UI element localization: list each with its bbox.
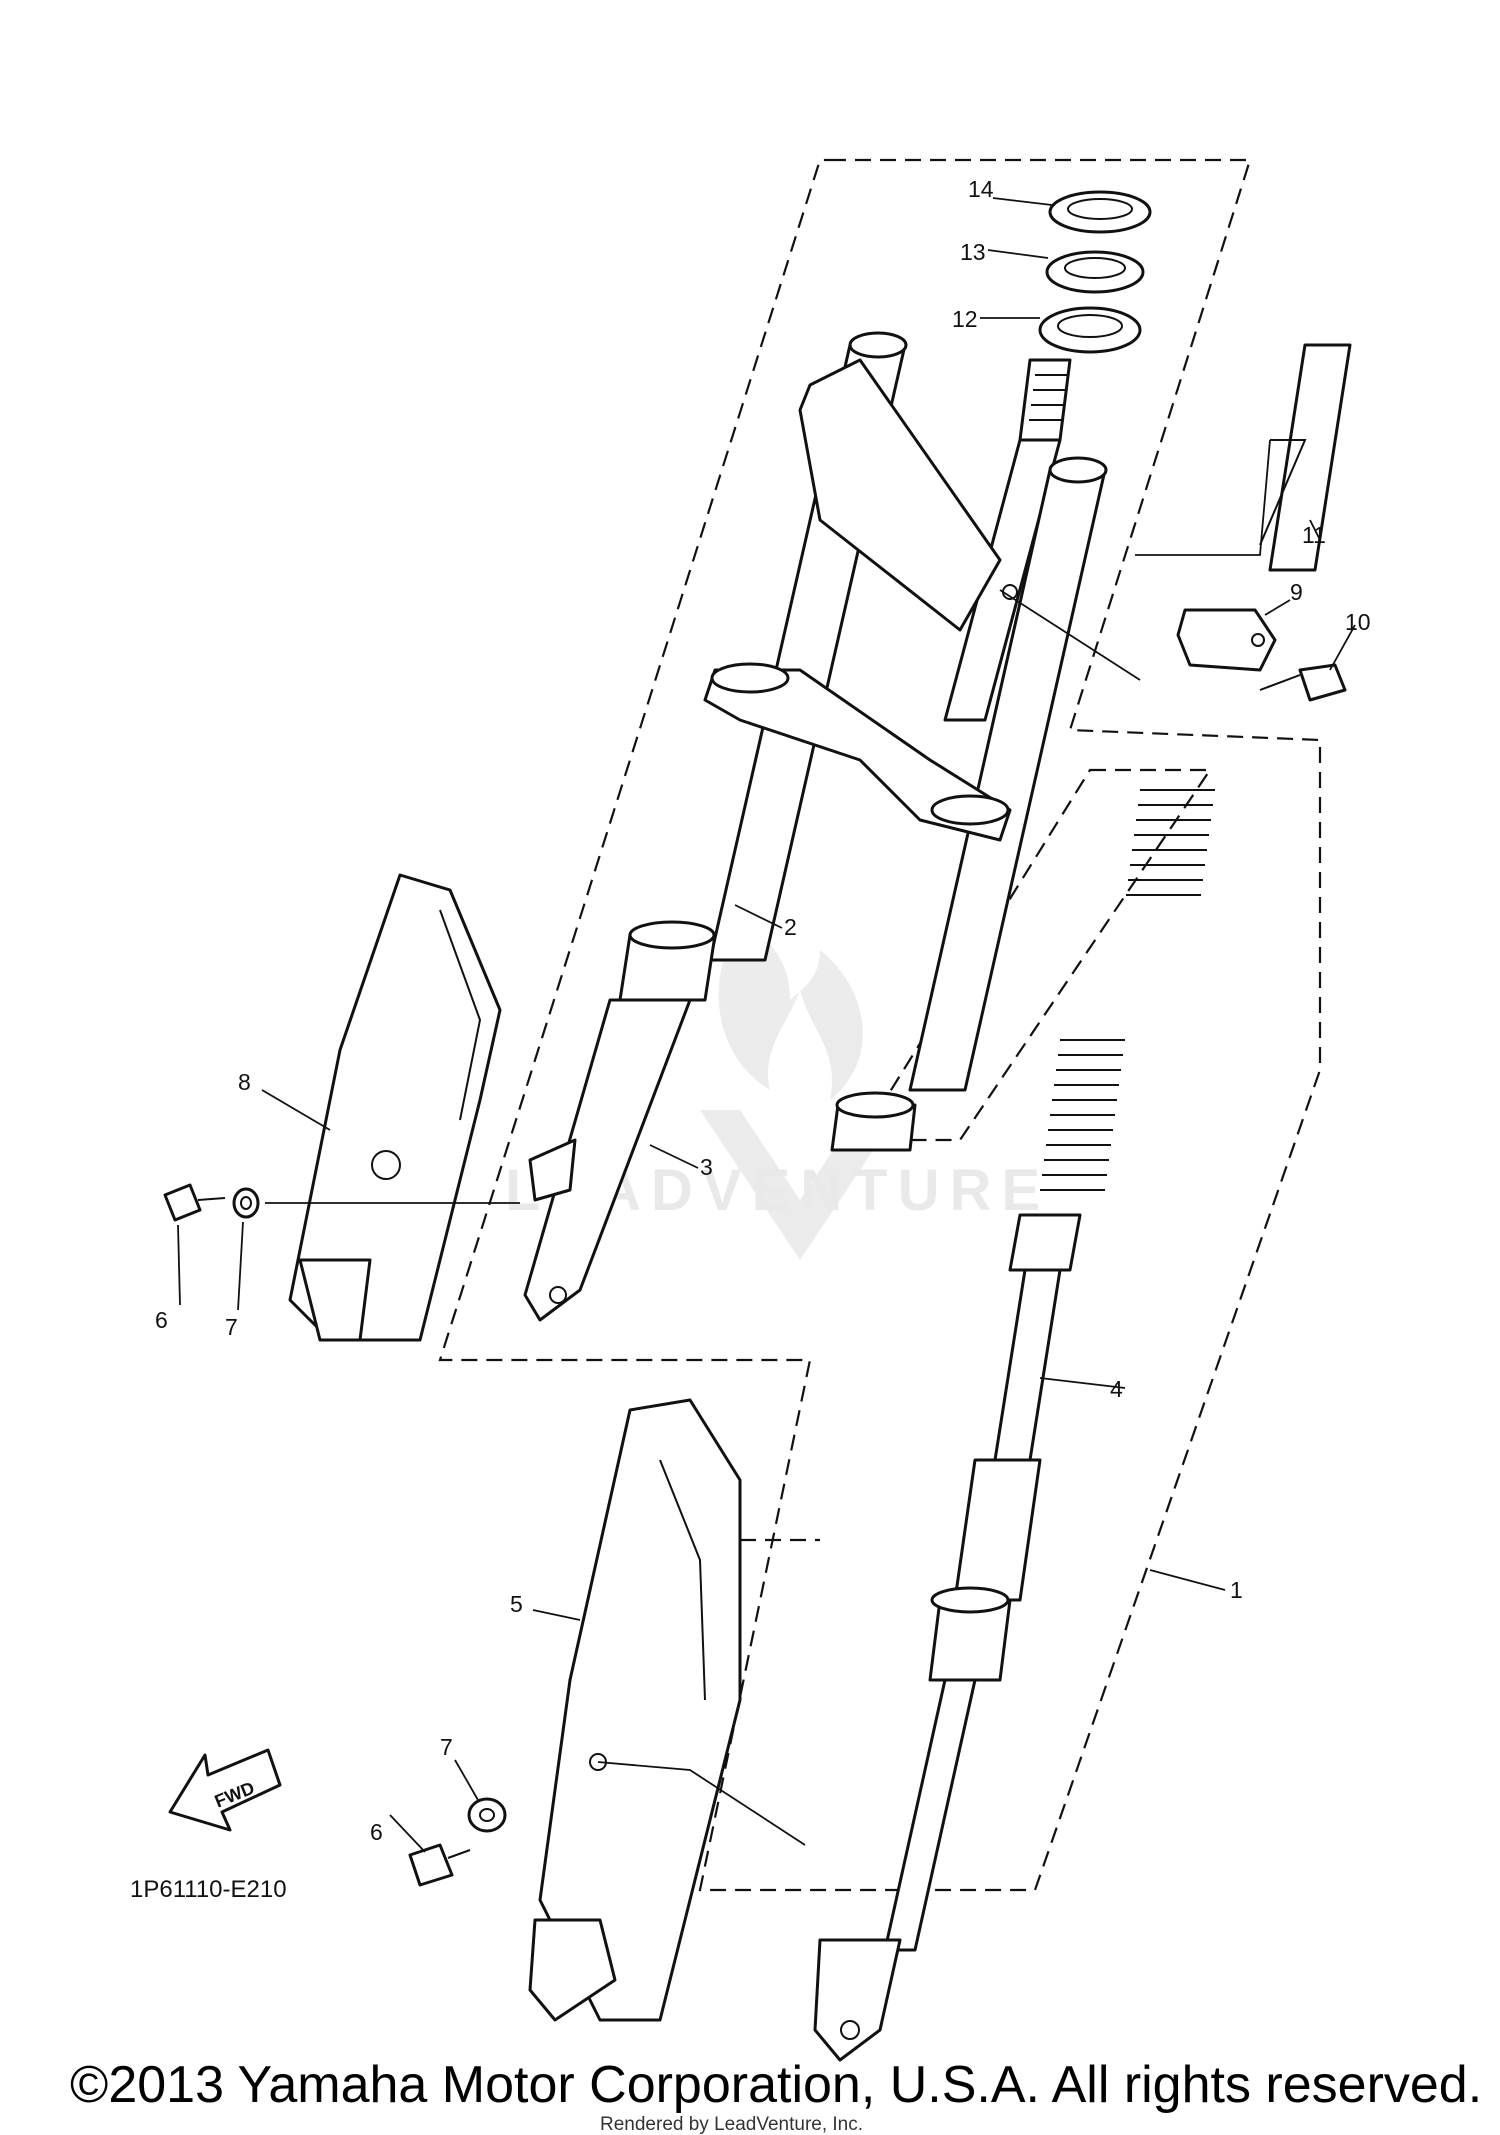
damper-rod-4 — [813, 789, 1215, 2062]
diagram-code: 1P61110-E210 — [130, 1876, 287, 1903]
callout-13: 13 — [960, 239, 986, 265]
leader-lines — [177, 197, 1356, 1853]
callout-7-lower: 7 — [440, 1734, 453, 1760]
callout-14: 14 — [968, 176, 994, 202]
washer-7-lower — [467, 1797, 507, 1833]
outer-tube-3 — [523, 920, 717, 1322]
fwd-arrow-icon: FWD — [168, 1748, 282, 1832]
callout-3: 3 — [700, 1154, 713, 1180]
flame-logo — [718, 920, 863, 1100]
copyright-notice: ©2013 Yamaha Motor Corporation, U.S.A. A… — [70, 2056, 1482, 2114]
callouts: 1 2 3 4 5 6 7 8 9 10 11 12 13 14 6 7 — [155, 176, 1371, 1845]
bolt-10 — [1259, 663, 1347, 702]
bolt-6-upper — [163, 1183, 226, 1222]
callout-10: 10 — [1345, 609, 1371, 635]
bolt-6-lower — [408, 1843, 471, 1887]
callout-7: 7 — [225, 1314, 238, 1340]
bearing-race-12 — [1038, 306, 1142, 354]
callout-1: 1 — [1230, 1577, 1243, 1603]
fork-guard-8 — [288, 873, 502, 1342]
boundary-upper-assembly — [438, 158, 1322, 1892]
callout-12: 12 — [952, 306, 978, 332]
callout-11: 11 — [1302, 522, 1326, 548]
reflector-11 — [1259, 343, 1352, 572]
clamp-block-9 — [1176, 608, 1277, 672]
fork-guard-5 — [528, 1398, 742, 2022]
callout-8: 8 — [238, 1069, 251, 1095]
callout-2: 2 — [784, 914, 797, 940]
bearing-race-14 — [1048, 190, 1152, 234]
callout-4: 4 — [1110, 1376, 1123, 1402]
bearing-13 — [1045, 250, 1145, 294]
callout-9: 9 — [1290, 579, 1303, 605]
washer-7-upper — [232, 1187, 260, 1219]
front-fork-assembly-2 — [703, 331, 1108, 1152]
callout-6: 6 — [155, 1307, 168, 1333]
callout-6-lower: 6 — [370, 1819, 383, 1845]
rendered-by: Rendered by LeadVenture, Inc. — [600, 2114, 863, 2135]
callout-5: 5 — [510, 1591, 523, 1617]
